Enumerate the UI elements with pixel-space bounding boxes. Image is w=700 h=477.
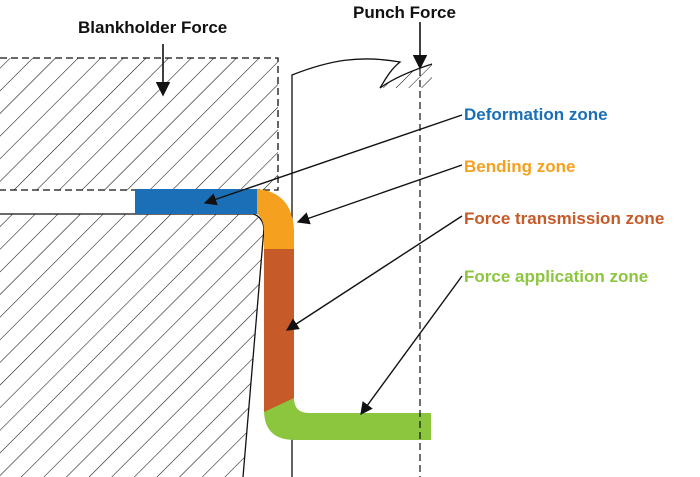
zone-application-shape	[264, 398, 431, 440]
blankholder	[0, 57, 279, 191]
application-leader	[360, 275, 463, 416]
zone-bending-shape	[257, 189, 294, 249]
blankholder-force-label: Blankholder Force	[78, 18, 228, 37]
zone-transmission-shape	[264, 249, 294, 412]
force-transmission-zone-label: Force transmission zone	[464, 209, 665, 228]
zone-deformation-shape	[135, 189, 260, 214]
bending-leader	[296, 164, 463, 225]
deformation-zone-label: Deformation zone	[464, 105, 608, 124]
punch-force-label: Punch Force	[353, 3, 456, 22]
transmission-leader	[285, 215, 463, 331]
die	[0, 213, 265, 477]
zone-leaders	[203, 114, 463, 416]
sheet	[135, 189, 431, 440]
bending-zone-label: Bending zone	[464, 157, 576, 176]
force-application-zone-label: Force application zone	[464, 267, 649, 286]
deformation-leader	[203, 114, 463, 206]
force-arrows	[155, 22, 428, 97]
